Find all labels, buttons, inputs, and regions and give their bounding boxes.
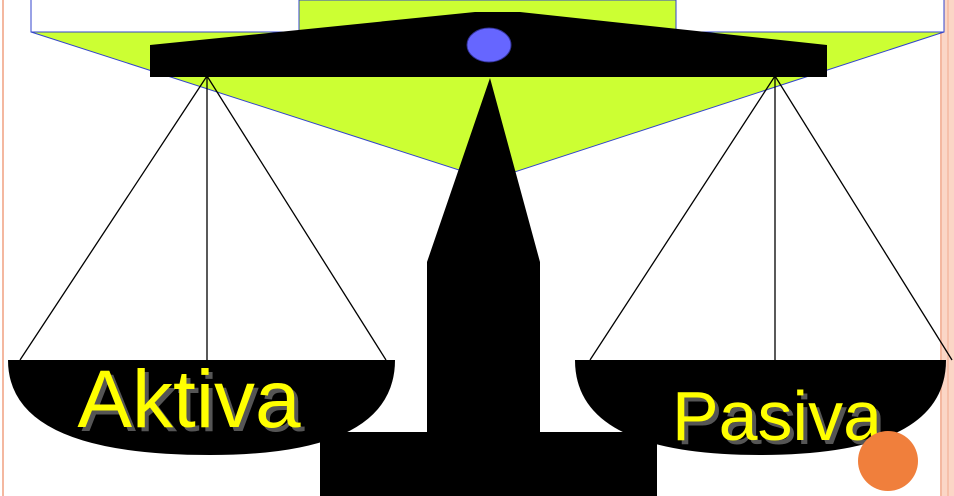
top-left-box <box>31 0 299 32</box>
top-right-box <box>676 0 944 32</box>
orange-circle-icon <box>858 431 918 491</box>
left-pan-label: Aktiva <box>77 354 301 445</box>
pivot-circle-icon <box>467 28 511 62</box>
right-pan-label: Pasiva <box>672 377 882 455</box>
